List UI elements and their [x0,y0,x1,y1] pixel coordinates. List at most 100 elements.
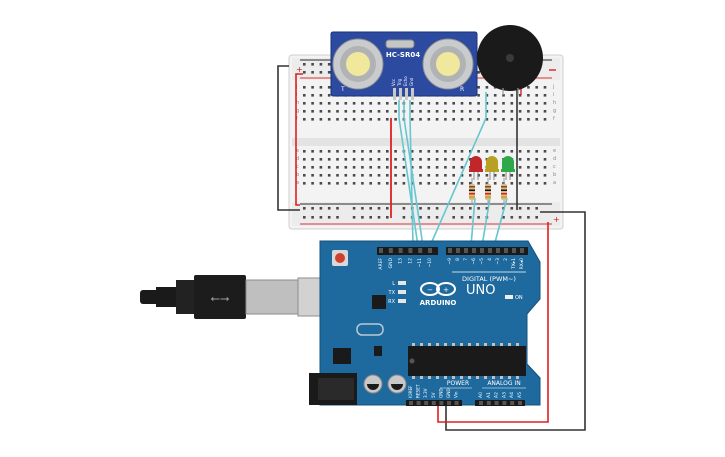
breadboard-hole[interactable] [444,110,447,113]
digital-pin[interactable] [512,248,516,253]
breadboard-hole[interactable] [477,216,480,219]
breadboard-hole[interactable] [361,182,364,185]
breadboard-hole[interactable] [369,102,372,105]
breadboard-hole[interactable] [336,174,339,177]
sensor-pin[interactable] [393,88,396,100]
breadboard-hole[interactable] [394,174,397,177]
breadboard-hole[interactable] [452,174,455,177]
breadboard-hole[interactable] [452,166,455,169]
breadboard-hole[interactable] [543,118,547,121]
breadboard-hole[interactable] [518,182,522,185]
digital-pin[interactable] [379,248,383,253]
breadboard-hole[interactable] [303,63,306,66]
breadboard-hole[interactable] [344,158,348,161]
breadboard-hole[interactable] [336,158,339,161]
sensor-trig-wire[interactable] [403,100,424,247]
breadboard-hole[interactable] [518,102,522,105]
digital-pin[interactable] [388,248,393,253]
breadboard-hole[interactable] [527,118,530,121]
breadboard-hole[interactable] [535,150,538,153]
breadboard-hole[interactable] [535,166,538,169]
power-pin[interactable] [447,401,451,405]
breadboard-hole[interactable] [352,216,356,219]
breadboard-hole[interactable] [444,102,447,105]
breadboard-hole[interactable] [435,174,439,177]
breadboard-hole[interactable] [535,110,538,113]
breadboard-hole[interactable] [402,166,406,169]
breadboard-hole[interactable] [527,207,530,210]
breadboard-hole[interactable] [336,110,339,113]
breadboard-hole[interactable] [303,166,306,169]
led-green-wire[interactable] [493,197,508,247]
breadboard-hole[interactable] [502,150,505,153]
breadboard-hole[interactable] [518,110,522,113]
breadboard-hole[interactable] [535,174,538,177]
breadboard-hole[interactable] [311,71,314,74]
breadboard-hole[interactable] [394,158,397,161]
breadboard-hole[interactable] [377,174,381,177]
breadboard-hole[interactable] [543,150,547,153]
breadboard-hole[interactable] [452,118,455,121]
digital-pin[interactable] [472,248,476,253]
digital-pin[interactable] [520,248,524,253]
breadboard-hole[interactable] [502,118,505,121]
breadboard-hole[interactable] [336,216,339,219]
breadboard-hole[interactable] [485,102,489,105]
breadboard-hole[interactable] [493,110,497,113]
breadboard-hole[interactable] [361,102,364,105]
breadboard-hole[interactable] [452,207,455,210]
breadboard-hole[interactable] [410,166,414,169]
breadboard-hole[interactable] [510,174,514,177]
breadboard-hole[interactable] [410,110,414,113]
breadboard-hole[interactable] [410,158,414,161]
breadboard-hole[interactable] [444,182,447,185]
breadboard-hole[interactable] [435,182,439,185]
breadboard-hole[interactable] [469,182,472,185]
breadboard-hole[interactable] [527,110,530,113]
breadboard-hole[interactable] [352,182,356,185]
breadboard-hole[interactable] [327,63,331,66]
breadboard-hole[interactable] [419,102,422,105]
breadboard-hole[interactable] [419,182,422,185]
breadboard-hole[interactable] [493,94,497,97]
breadboard-hole[interactable] [303,110,306,113]
breadboard-hole[interactable] [460,118,464,121]
breadboard-hole[interactable] [493,102,497,105]
breadboard-hole[interactable] [469,110,472,113]
breadboard-hole[interactable] [427,166,431,169]
breadboard-hole[interactable] [518,207,522,210]
digital-pin[interactable] [464,248,468,253]
breadboard-hole[interactable] [444,174,447,177]
breadboard-hole[interactable] [377,182,381,185]
breadboard-hole[interactable] [377,216,381,219]
breadboard-hole[interactable] [402,158,406,161]
breadboard-hole[interactable] [510,102,514,105]
digital-pin[interactable] [496,248,500,253]
breadboard-hole[interactable] [427,110,431,113]
breadboard-hole[interactable] [543,182,547,185]
breadboard-hole[interactable] [419,150,422,153]
analog-pin[interactable] [479,401,483,405]
breadboard-hole[interactable] [427,216,431,219]
breadboard-hole[interactable] [419,158,422,161]
breadboard-hole[interactable] [369,207,372,210]
breadboard-hole[interactable] [535,94,538,97]
breadboard-hole[interactable] [510,118,514,121]
breadboard-hole[interactable] [361,150,364,153]
breadboard-hole[interactable] [510,216,514,219]
breadboard-hole[interactable] [369,118,372,121]
breadboard-hole[interactable] [469,174,472,177]
breadboard-hole[interactable] [444,150,447,153]
breadboard-hole[interactable] [311,94,314,97]
breadboard-hole[interactable] [303,174,306,177]
breadboard-hole[interactable] [485,182,489,185]
breadboard-hole[interactable] [336,102,339,105]
breadboard-hole[interactable] [452,182,455,185]
breadboard-hole[interactable] [352,174,356,177]
breadboard-hole[interactable] [344,174,348,177]
breadboard-hole[interactable] [485,118,489,121]
breadboard-hole[interactable] [452,110,455,113]
breadboard-hole[interactable] [377,158,381,161]
